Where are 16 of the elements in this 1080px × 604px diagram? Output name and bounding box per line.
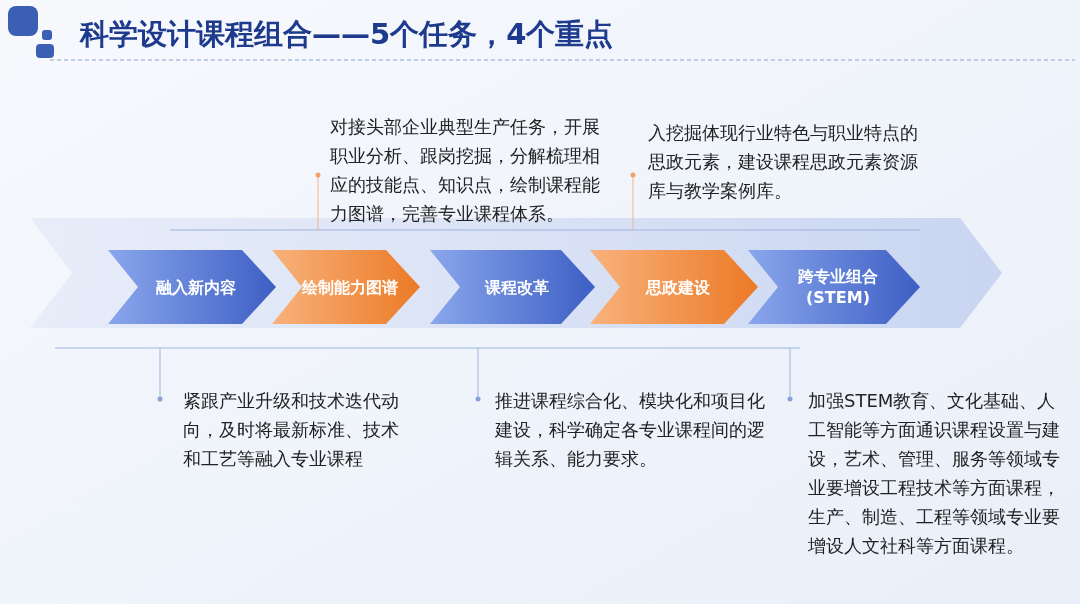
description-text: 加强STEM教育、文化基础、人工智能等方面通识课程设置与建设，艺术、管理、服务等领域专业要增设工程技术等方面课程，生产、制造、工程等领域专业要增设人文社科等方面课程。	[808, 389, 1061, 558]
step-label: 思政建设	[644, 276, 711, 298]
step-label: 融入新内容	[155, 276, 237, 298]
description-text: 对接头部企业典型生产任务，开展职业分析、跟岗挖掘，分解梳理相应的技能点、知识点，绘制课程能力图谱，完善专业课程体系。	[330, 115, 601, 226]
chevron-step	[430, 250, 595, 324]
chevron-step	[748, 250, 920, 324]
step-label: 绘制能力图谱	[300, 276, 399, 298]
description-text: 紧跟产业升级和技术迭代动向，及时将最新标准、技术和工艺等融入专业课程	[183, 389, 400, 471]
title: 科学设计课程组合——5个任务，4个重点	[80, 16, 614, 53]
step-label: 课程改革	[483, 276, 550, 298]
description-text: 推进课程综合化、模块化和项目化建设，科学确定各专业课程间的逻辑关系、能力要求。	[495, 389, 766, 471]
chevron-step	[108, 250, 276, 324]
chevron-step	[590, 250, 758, 324]
chevron-step	[272, 250, 420, 324]
step-label: 跨专业组合 (STEM)	[797, 266, 879, 308]
description-text: 入挖掘体现行业特色与职业特点的思政元素，建设课程思政元素资源库与教学案例库。	[648, 121, 919, 203]
